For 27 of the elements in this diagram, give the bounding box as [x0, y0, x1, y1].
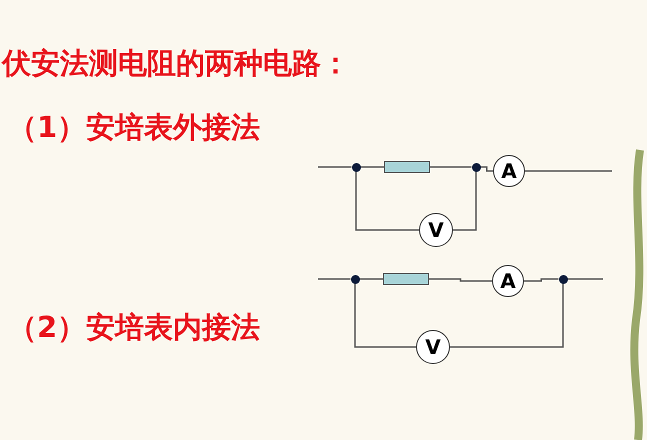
wire — [524, 278, 558, 282]
wire — [318, 278, 350, 280]
resistor-symbol — [384, 161, 430, 173]
wire — [360, 166, 384, 168]
title: 伏安法测电阻的两种电路： — [2, 45, 350, 82]
wire — [429, 278, 492, 282]
junction-dot — [472, 162, 480, 172]
junction-dot — [352, 162, 360, 172]
wire — [453, 172, 477, 231]
meter-symbol: V — [419, 213, 453, 247]
resistor-symbol — [383, 273, 429, 285]
junction-dot — [558, 274, 568, 284]
meter-symbol: A — [493, 155, 525, 187]
wire — [525, 170, 612, 172]
wire — [568, 278, 603, 280]
wire — [480, 166, 493, 172]
section-heading: （1）安培表外接法 — [8, 109, 260, 146]
wire — [354, 284, 416, 348]
meter-symbol: V — [416, 330, 450, 364]
section-heading: （2）安培表内接法 — [8, 309, 260, 346]
meter-symbol: A — [492, 265, 524, 297]
wire — [355, 172, 419, 231]
wire — [450, 284, 564, 348]
wire — [360, 278, 383, 280]
junction-dot — [350, 274, 360, 284]
wire — [318, 166, 352, 168]
wire — [430, 166, 472, 168]
